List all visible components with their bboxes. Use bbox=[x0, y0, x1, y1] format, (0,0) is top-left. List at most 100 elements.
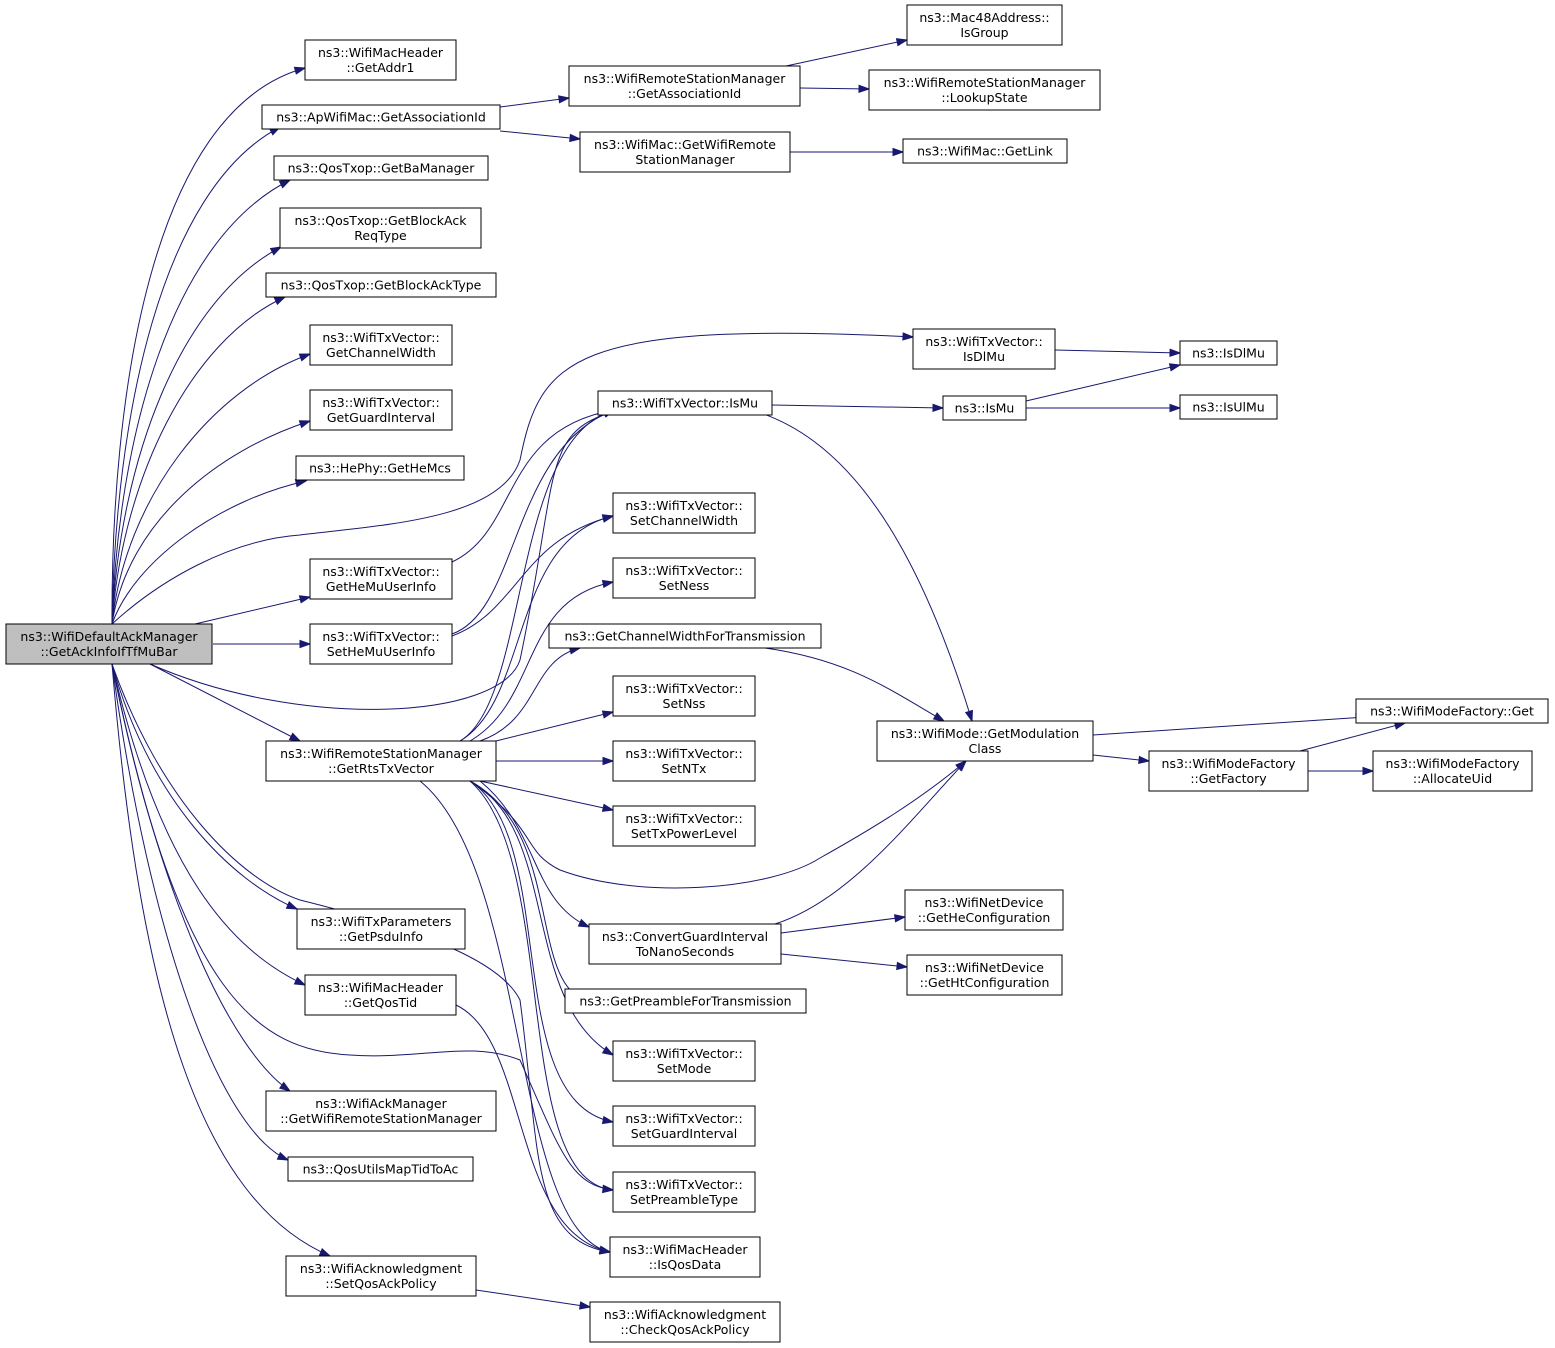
arrowhead-icon bbox=[578, 1301, 592, 1310]
node-setgi[interactable]: ns3::WifiTxVector::SetGuardInterval bbox=[612, 1105, 756, 1147]
node-getchwtx[interactable]: ns3::GetChannelWidthForTransmission bbox=[548, 623, 822, 649]
node-box bbox=[265, 1090, 497, 1132]
node-wmf_get[interactable]: ns3::WifiModeFactory::Get bbox=[1355, 698, 1549, 724]
node-wmf_getfactory[interactable]: ns3::WifiModeFactory::GetFactory bbox=[1148, 750, 1309, 792]
node-isgroup[interactable]: ns3::Mac48Address::IsGroup bbox=[906, 4, 1063, 46]
node-label-line: ns3::ConvertGuardInterval bbox=[602, 929, 768, 944]
node-ackgetwrsm[interactable]: ns3::WifiAckManager::GetWifiRemoteStatio… bbox=[265, 1090, 497, 1132]
edge-line bbox=[1299, 722, 1406, 752]
node-getpsdu[interactable]: ns3::WifiTxParameters::GetPsduInfo bbox=[296, 908, 466, 950]
node-getpreamble[interactable]: ns3::GetPreambleForTransmission bbox=[564, 988, 807, 1014]
node-getlink[interactable]: ns3::WifiMac::GetLink bbox=[902, 138, 1068, 164]
node-setnss[interactable]: ns3::WifiTxVector::SetNss bbox=[612, 675, 756, 717]
edge-getqostid-to-isqosdata bbox=[455, 1004, 612, 1254]
node-setqosack[interactable]: ns3::WifiAcknowledgment::SetQosAckPolicy bbox=[285, 1255, 477, 1297]
edge-getrts-to-setmode bbox=[469, 780, 615, 1056]
node-box bbox=[5, 623, 213, 665]
node-box bbox=[285, 1255, 477, 1297]
edge-getchwtx-to-getmodclass bbox=[764, 647, 946, 722]
node-box bbox=[609, 1236, 761, 1278]
node-gethemcs[interactable]: ns3::HePhy::GetHeMcs bbox=[295, 455, 465, 481]
node-label-line: ::GetRtsTxVector bbox=[328, 761, 435, 776]
arrowhead-icon bbox=[558, 95, 571, 104]
node-mac_getwrsm[interactable]: ns3::WifiMac::GetWifiRemoteStationManage… bbox=[579, 131, 791, 173]
arrowhead-icon bbox=[276, 1151, 290, 1161]
edge-getrts-to-getpreamble bbox=[469, 780, 582, 999]
node-isulmu[interactable]: ns3::IsUlMu bbox=[1179, 394, 1278, 420]
node-isdlmu[interactable]: ns3::IsDlMu bbox=[1179, 340, 1278, 366]
node-setness[interactable]: ns3::WifiTxVector::SetNess bbox=[612, 557, 756, 599]
node-txv_ismu[interactable]: ns3::WifiTxVector::IsMu bbox=[597, 390, 773, 416]
arrowhead-icon bbox=[293, 66, 307, 75]
node-getassocid_ap[interactable]: ns3::ApWifiMac::GetAssociationId bbox=[261, 104, 501, 130]
edge-getrts-to-isqosdata bbox=[419, 780, 612, 1254]
node-label-line: ns3::WifiTxVector::IsMu bbox=[612, 396, 758, 411]
edge-convgi-to-getmodclass bbox=[774, 759, 968, 925]
node-gethtconf[interactable]: ns3::WifiNetDevice::GetHtConfiguration bbox=[906, 954, 1063, 996]
node-label-line: ns3::WifiMacHeader bbox=[318, 45, 444, 60]
edge-line bbox=[469, 780, 581, 999]
node-box bbox=[612, 805, 756, 847]
edge-root-to-getpsdu bbox=[111, 663, 299, 910]
node-qosmap[interactable]: ns3::QosUtilsMapTidToAc bbox=[287, 1156, 474, 1182]
node-checkqosack[interactable]: ns3::WifiAcknowledgment::CheckQosAckPoli… bbox=[589, 1301, 781, 1343]
node-getheconf[interactable]: ns3::WifiNetDevice::GetHeConfiguration bbox=[904, 889, 1064, 931]
edge-line bbox=[451, 409, 615, 563]
node-getbatype[interactable]: ns3::QosTxop::GetBlockAckType bbox=[265, 272, 497, 298]
node-txv_isdlmu[interactable]: ns3::WifiTxVector::IsDlMu bbox=[912, 328, 1056, 370]
node-settxpower[interactable]: ns3::WifiTxVector::SetTxPowerLevel bbox=[612, 805, 756, 847]
edge-root-to-getrts bbox=[149, 663, 302, 742]
node-lookupstate[interactable]: ns3::WifiRemoteStationManager::LookupSta… bbox=[868, 69, 1101, 111]
arrowhead-icon bbox=[955, 759, 968, 772]
node-box bbox=[904, 889, 1064, 931]
edge-getrts-to-settxpower bbox=[479, 780, 615, 812]
arrowhead-icon bbox=[294, 479, 308, 488]
node-getgi[interactable]: ns3::WifiTxVector::GetGuardInterval bbox=[309, 389, 453, 431]
edge-line bbox=[799, 87, 870, 90]
edge-line bbox=[499, 130, 581, 140]
node-getaddr1[interactable]: ns3::WifiMacHeader::GetAddr1 bbox=[304, 39, 457, 81]
node-getchwidth[interactable]: ns3::WifiTxVector::GetChannelWidth bbox=[309, 324, 453, 366]
edge-line bbox=[764, 647, 945, 722]
edge-root-to-getchwidth bbox=[111, 353, 312, 625]
node-getqostid[interactable]: ns3::WifiMacHeader::GetQosTid bbox=[304, 974, 457, 1016]
edge-getmodclass-to-wmf_get bbox=[1092, 713, 1368, 736]
edge-root-to-getaddr1 bbox=[111, 66, 307, 625]
edge-getrts-to-txv_ismu bbox=[459, 408, 616, 742]
node-box bbox=[309, 324, 453, 366]
node-box bbox=[612, 492, 756, 534]
node-getbamanager[interactable]: ns3::QosTxop::GetBaManager bbox=[273, 155, 489, 181]
node-box bbox=[309, 389, 453, 431]
node-setpreamble[interactable]: ns3::WifiTxVector::SetPreambleType bbox=[612, 1171, 756, 1213]
node-setheuser[interactable]: ns3::WifiTxVector::SetHeMuUserInfo bbox=[309, 623, 453, 665]
node-box bbox=[612, 675, 756, 717]
node-box bbox=[597, 390, 773, 416]
node-label-line: ns3::WifiAcknowledgment bbox=[300, 1261, 462, 1276]
node-isqosdata[interactable]: ns3::WifiMacHeader::IsQosData bbox=[609, 1236, 761, 1278]
node-setchwidth[interactable]: ns3::WifiTxVector::SetChannelWidth bbox=[612, 492, 756, 534]
edges-layer bbox=[111, 38, 1407, 1310]
node-wmf_alloc[interactable]: ns3::WifiModeFactory::AllocateUid bbox=[1372, 750, 1533, 792]
node-getheuser[interactable]: ns3::WifiTxVector::GetHeMuUserInfo bbox=[309, 558, 453, 600]
node-label-line: ns3::WifiTxVector:: bbox=[625, 498, 742, 513]
edge-line bbox=[149, 663, 301, 742]
node-wrsm_assoc[interactable]: ns3::WifiRemoteStationManager::GetAssoci… bbox=[568, 65, 801, 107]
node-setntx[interactable]: ns3::WifiTxVector::SetNTx bbox=[612, 740, 756, 782]
node-getrts[interactable]: ns3::WifiRemoteStationManager::GetRtsTxV… bbox=[265, 740, 497, 782]
node-label-line: ns3::QosUtilsMapTidToAc bbox=[303, 1162, 459, 1177]
arrowhead-icon bbox=[602, 756, 615, 766]
node-label-line: ::GetAckInfoIfTfMuBar bbox=[40, 644, 178, 659]
node-ismu[interactable]: ns3::IsMu bbox=[942, 395, 1027, 421]
arrowhead-icon bbox=[601, 514, 615, 523]
edge-setqosack-to-checkqosack bbox=[475, 1289, 592, 1310]
node-label-line: ns3::WifiTxVector:: bbox=[322, 629, 439, 644]
arrowhead-icon bbox=[273, 296, 287, 306]
edge-line bbox=[785, 39, 908, 67]
node-setmode[interactable]: ns3::WifiTxVector::SetMode bbox=[612, 1040, 756, 1082]
node-box bbox=[1148, 750, 1309, 792]
edge-line bbox=[475, 1289, 591, 1308]
